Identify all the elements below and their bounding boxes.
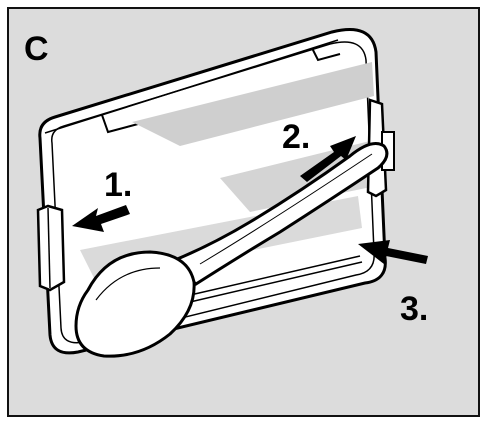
step-1-label: 1. — [104, 166, 132, 204]
step-3-arrow — [358, 240, 428, 264]
step-3-label: 3. — [400, 290, 428, 328]
panel-letter: C — [24, 30, 49, 68]
step-2-label: 2. — [282, 118, 310, 156]
step-2-arrow — [300, 136, 356, 182]
step-1-arrow — [72, 205, 130, 232]
spoon — [74, 142, 389, 358]
